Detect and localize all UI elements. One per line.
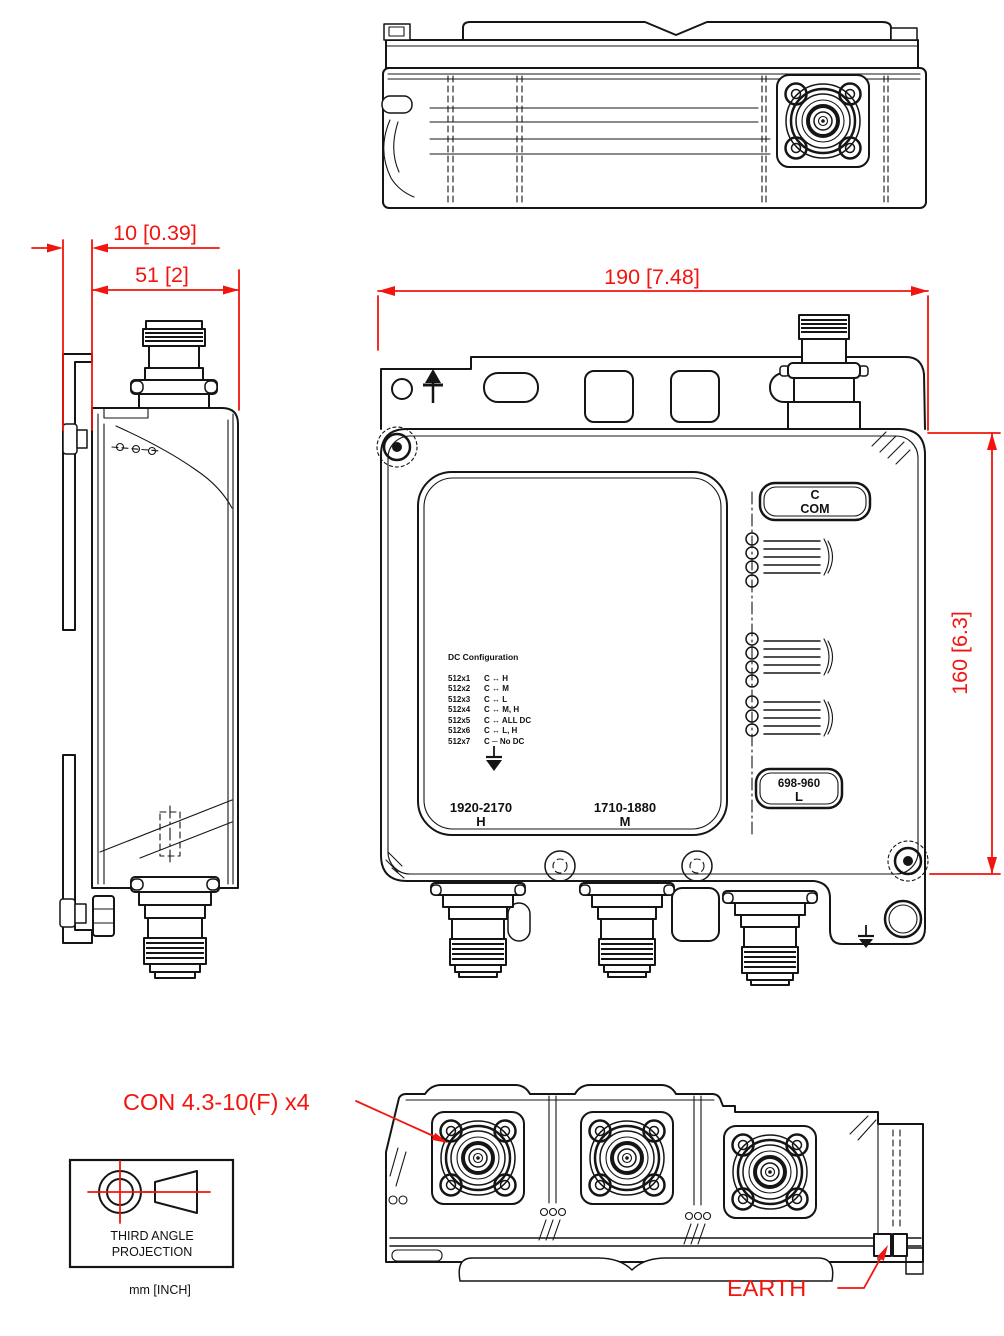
cast-bosses xyxy=(745,532,759,737)
dim-text-width: 190 [7.48] xyxy=(604,265,700,289)
callout-earth-text: EARTH xyxy=(727,1275,806,1301)
dc-row-path: C ↔ H xyxy=(484,674,508,683)
com-port-label: C COM xyxy=(758,481,872,522)
front-view: C COM 698-960 L DC Configuration 512x1 C… xyxy=(376,314,929,986)
dim-depth: 51 [2] xyxy=(91,263,240,295)
low-port-label: 698-960 L xyxy=(754,767,844,810)
dim-bracket-offset: 10 [0.39] xyxy=(31,221,220,253)
dc-configuration-table: DC Configuration 512x1 C ↔ H 512x2 C ↔ M… xyxy=(448,652,531,771)
dc-row-path: C ↔ ALL DC xyxy=(484,716,531,725)
bottom-view xyxy=(385,1084,924,1282)
bracket-bolt-lower xyxy=(59,898,76,928)
dim-text-depth: 51 [2] xyxy=(135,263,189,287)
dc-row-code: 512x6 xyxy=(448,726,471,735)
lid-bolt xyxy=(383,23,411,41)
dc-config-title: DC Configuration xyxy=(448,652,518,662)
mount-bracket-upper xyxy=(62,353,93,631)
rf-connector-mid xyxy=(579,882,675,978)
side-view xyxy=(59,320,239,979)
mid-band-freq: 1710-1880 xyxy=(594,800,656,815)
dim-text-height: 160 [6.3] xyxy=(948,611,972,695)
dc-row-path: C ↔ L xyxy=(484,695,507,704)
dc-row-code: 512x1 xyxy=(448,674,471,683)
projection-label-line2: PROJECTION xyxy=(112,1245,193,1259)
rf-connector-side-top xyxy=(130,320,218,409)
side-body xyxy=(91,407,239,889)
com-label-line1: C xyxy=(810,488,819,502)
rf-connector-com xyxy=(779,314,869,430)
ground-symbol-icon xyxy=(486,746,502,771)
orientation-up-icon xyxy=(423,369,443,403)
dc-row-path: C ↔ M xyxy=(484,684,509,693)
hidden-lines xyxy=(447,75,889,205)
dc-row-code: 512x3 xyxy=(448,695,471,704)
rf-connector-side-bottom xyxy=(130,876,220,979)
rf-connector-bottom-1 xyxy=(430,1110,526,1206)
mid-band-letter: M xyxy=(620,814,631,829)
low-label-line1: 698-960 xyxy=(778,778,820,790)
dc-row-path: C ↔ L, H xyxy=(484,726,518,735)
top-view xyxy=(381,21,927,209)
corner-screw-bottom-right xyxy=(887,840,929,882)
lid-strip xyxy=(458,1257,834,1282)
earth-ground-icon xyxy=(858,925,874,948)
low-label-line2: L xyxy=(795,789,803,804)
dim-height: 160 [6.3] xyxy=(948,432,997,875)
dim-text-offset: 10 [0.39] xyxy=(113,221,197,245)
dc-row-code: 512x7 xyxy=(448,737,471,746)
earth-bolt xyxy=(873,1233,908,1257)
dc-row-path: C ─ No DC xyxy=(484,737,525,746)
projection-label-line1: THIRD ANGLE xyxy=(110,1229,193,1243)
high-band-freq: 1920-2170 xyxy=(450,800,512,815)
bracket-bolt-upper xyxy=(62,423,78,455)
dc-row-code: 512x5 xyxy=(448,716,471,725)
callout-earth: EARTH xyxy=(727,1245,888,1301)
dimension-annotations: 10 [0.39] 51 [2] 190 [7.48] 160 [6.3] CO… xyxy=(31,221,1001,1301)
earth-stud xyxy=(883,899,923,939)
callout-connector: CON 4.3-10(F) x4 xyxy=(123,1089,448,1143)
corner-screw-top-left xyxy=(376,426,418,468)
projection-box: THIRD ANGLE PROJECTION mm [INCH] xyxy=(68,1158,235,1297)
flange-hole xyxy=(391,378,413,400)
label-panel xyxy=(417,471,728,836)
dim-width: 190 [7.48] xyxy=(377,265,929,296)
rf-connector-bottom-2 xyxy=(579,1110,675,1206)
dc-row-path: C ↔ M, H xyxy=(484,705,519,714)
cooling-fins xyxy=(763,538,834,737)
corner-hatching xyxy=(385,431,911,879)
projection-symbol-icon xyxy=(87,1160,211,1224)
flange-slot xyxy=(483,372,539,403)
rf-connector-bottom-3 xyxy=(722,1124,818,1220)
units-note: mm [INCH] xyxy=(129,1283,191,1297)
callout-connector-text: CON 4.3-10(F) x4 xyxy=(123,1089,310,1115)
high-band-letter: H xyxy=(476,814,485,829)
hex-standoff xyxy=(92,895,115,937)
mount-flange xyxy=(380,356,926,430)
dc-row-code: 512x4 xyxy=(448,705,471,714)
rf-connector-high xyxy=(430,882,526,978)
rib-details xyxy=(388,1095,877,1245)
com-label-line2: COM xyxy=(800,502,829,516)
dc-row-code: 512x2 xyxy=(448,684,471,693)
rf-connector-top-view xyxy=(775,73,871,169)
rf-connector-low xyxy=(722,890,818,986)
